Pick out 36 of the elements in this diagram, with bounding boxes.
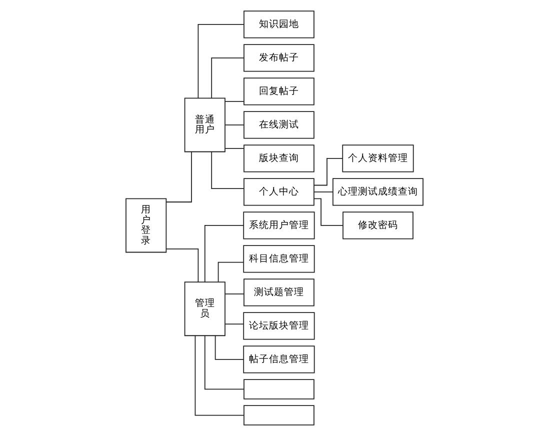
node-box: 帖子信息管理 bbox=[243, 346, 315, 374]
node-box: 用户登录 bbox=[126, 198, 167, 253]
node-box: 版块查询 bbox=[244, 144, 314, 172]
connector bbox=[166, 248, 199, 282]
node-box: 发布帖子 bbox=[244, 44, 314, 72]
connector bbox=[314, 198, 344, 226]
node-box: 管理员 bbox=[184, 282, 226, 336]
node-box: 系统用户管理 bbox=[243, 212, 315, 240]
connector bbox=[214, 335, 244, 360]
connector bbox=[204, 225, 244, 282]
node-box: 论坛版块管理 bbox=[243, 312, 315, 340]
node-box: 科目信息管理 bbox=[243, 245, 315, 273]
node-box: 在线测试 bbox=[244, 111, 314, 139]
connector bbox=[198, 24, 244, 98]
connector bbox=[166, 151, 192, 202]
connector bbox=[224, 324, 244, 325]
node-box: 个人中心 bbox=[244, 178, 314, 206]
connector bbox=[314, 158, 343, 186]
node-box: 普通用户 bbox=[184, 98, 226, 152]
connector bbox=[224, 293, 244, 294]
node-box: 个人资料管理 bbox=[342, 144, 414, 172]
node-box: 回复帖子 bbox=[244, 78, 314, 106]
node-box bbox=[244, 405, 314, 426]
connector bbox=[194, 335, 244, 416]
node-box: 心理测试成绩查询 bbox=[332, 178, 424, 206]
connector bbox=[224, 148, 244, 149]
connector bbox=[211, 151, 244, 190]
connector bbox=[218, 262, 244, 282]
node-box: 修改密码 bbox=[342, 212, 414, 240]
connector bbox=[204, 335, 244, 390]
connector bbox=[211, 58, 244, 99]
node-box: 测试题管理 bbox=[244, 278, 314, 306]
connector bbox=[224, 124, 244, 126]
node-box: 知识园地 bbox=[244, 10, 314, 38]
node-box bbox=[244, 379, 314, 400]
connector bbox=[224, 101, 244, 102]
